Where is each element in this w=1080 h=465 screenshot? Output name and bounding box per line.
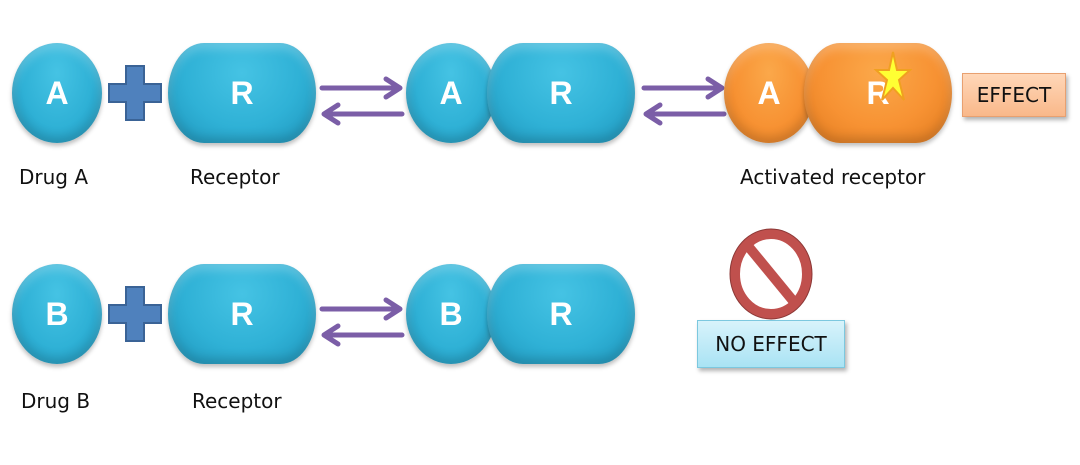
receptor-label-1: Receptor bbox=[190, 165, 280, 189]
drug-a-node: A bbox=[12, 43, 102, 143]
receptor-node-1: R bbox=[168, 43, 316, 143]
activated-receptor-node: R bbox=[804, 43, 952, 143]
no-effect-box: NO EFFECT bbox=[697, 320, 845, 368]
equilibrium-arrows-icon bbox=[641, 76, 727, 126]
drug-a-letter: A bbox=[45, 74, 69, 111]
activated-receptor-label: Activated receptor bbox=[740, 165, 926, 189]
drug-b-letter: B bbox=[45, 295, 69, 332]
complex-drug-letter: B bbox=[439, 295, 463, 332]
equilibrium-arrows-icon bbox=[319, 297, 405, 347]
activated-drug-a-node: A bbox=[724, 43, 814, 143]
receptor-letter: R bbox=[230, 74, 254, 111]
complex-receptor-node-2: R bbox=[487, 264, 635, 364]
complex-receptor-letter: R bbox=[549, 295, 573, 332]
activated-receptor-letter: R bbox=[866, 74, 890, 111]
drug-b-label: Drug B bbox=[21, 389, 91, 413]
drug-a-label: Drug A bbox=[19, 165, 89, 189]
receptor-node-2: R bbox=[168, 264, 316, 364]
receptor-label-2: Receptor bbox=[192, 389, 282, 413]
prohibited-icon bbox=[729, 228, 813, 320]
complex-drug-a-node: A bbox=[406, 43, 496, 143]
receptor-letter: R bbox=[230, 295, 254, 332]
complex-drug-letter: A bbox=[439, 74, 463, 111]
drug-b-node: B bbox=[12, 264, 102, 364]
plus-icon bbox=[108, 65, 162, 121]
activated-drug-letter: A bbox=[757, 74, 781, 111]
star-icon bbox=[873, 51, 913, 101]
complex-drug-b-node: B bbox=[406, 264, 496, 364]
effect-box: EFFECT bbox=[962, 73, 1066, 117]
plus-icon bbox=[108, 286, 162, 342]
complex-receptor-letter: R bbox=[549, 74, 573, 111]
equilibrium-arrows-icon bbox=[319, 76, 405, 126]
complex-receptor-node-1: R bbox=[487, 43, 635, 143]
